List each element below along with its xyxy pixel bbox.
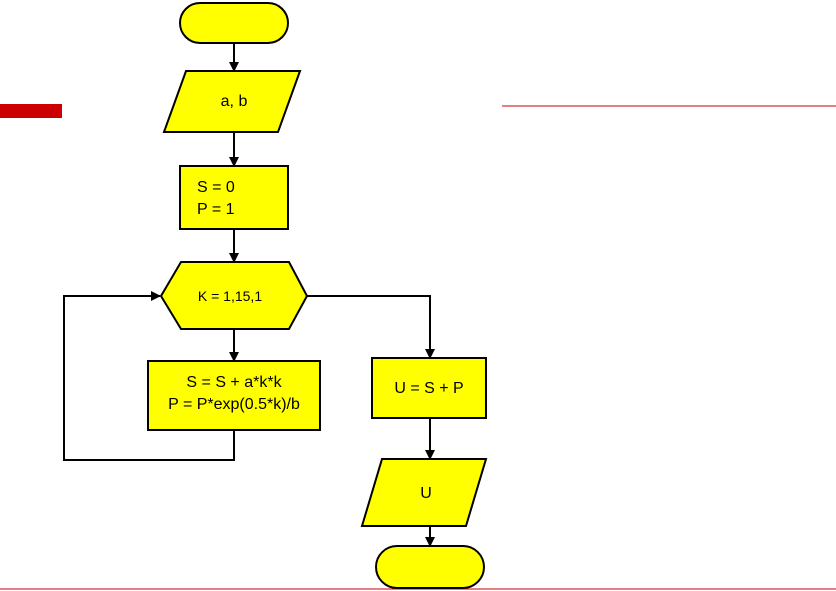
init-line-1: S = 0 bbox=[197, 179, 235, 196]
connector-body-loopback bbox=[63, 291, 235, 461]
connector-loop-exit bbox=[305, 295, 435, 359]
loop-body-process-box bbox=[147, 360, 321, 431]
decorative-red-bar bbox=[0, 104, 62, 118]
init-process-box bbox=[179, 165, 289, 230]
output-label: U bbox=[420, 485, 432, 502]
loop-hexagon bbox=[159, 261, 309, 330]
compute-process-box bbox=[371, 357, 487, 419]
body-line-1: S = S + a*k*k bbox=[186, 374, 282, 391]
loop-label: K = 1,15,1 bbox=[198, 288, 262, 304]
output-parallelogram bbox=[360, 458, 488, 527]
init-line-2: P = 1 bbox=[197, 201, 235, 218]
input-parallelogram bbox=[162, 70, 302, 133]
input-label: a, b bbox=[221, 93, 248, 110]
start-terminator bbox=[179, 2, 289, 44]
body-line-2: P = P*exp(0.5*k)/b bbox=[168, 396, 300, 413]
compute-label: U = S + P bbox=[394, 380, 463, 397]
end-terminator bbox=[375, 545, 485, 589]
